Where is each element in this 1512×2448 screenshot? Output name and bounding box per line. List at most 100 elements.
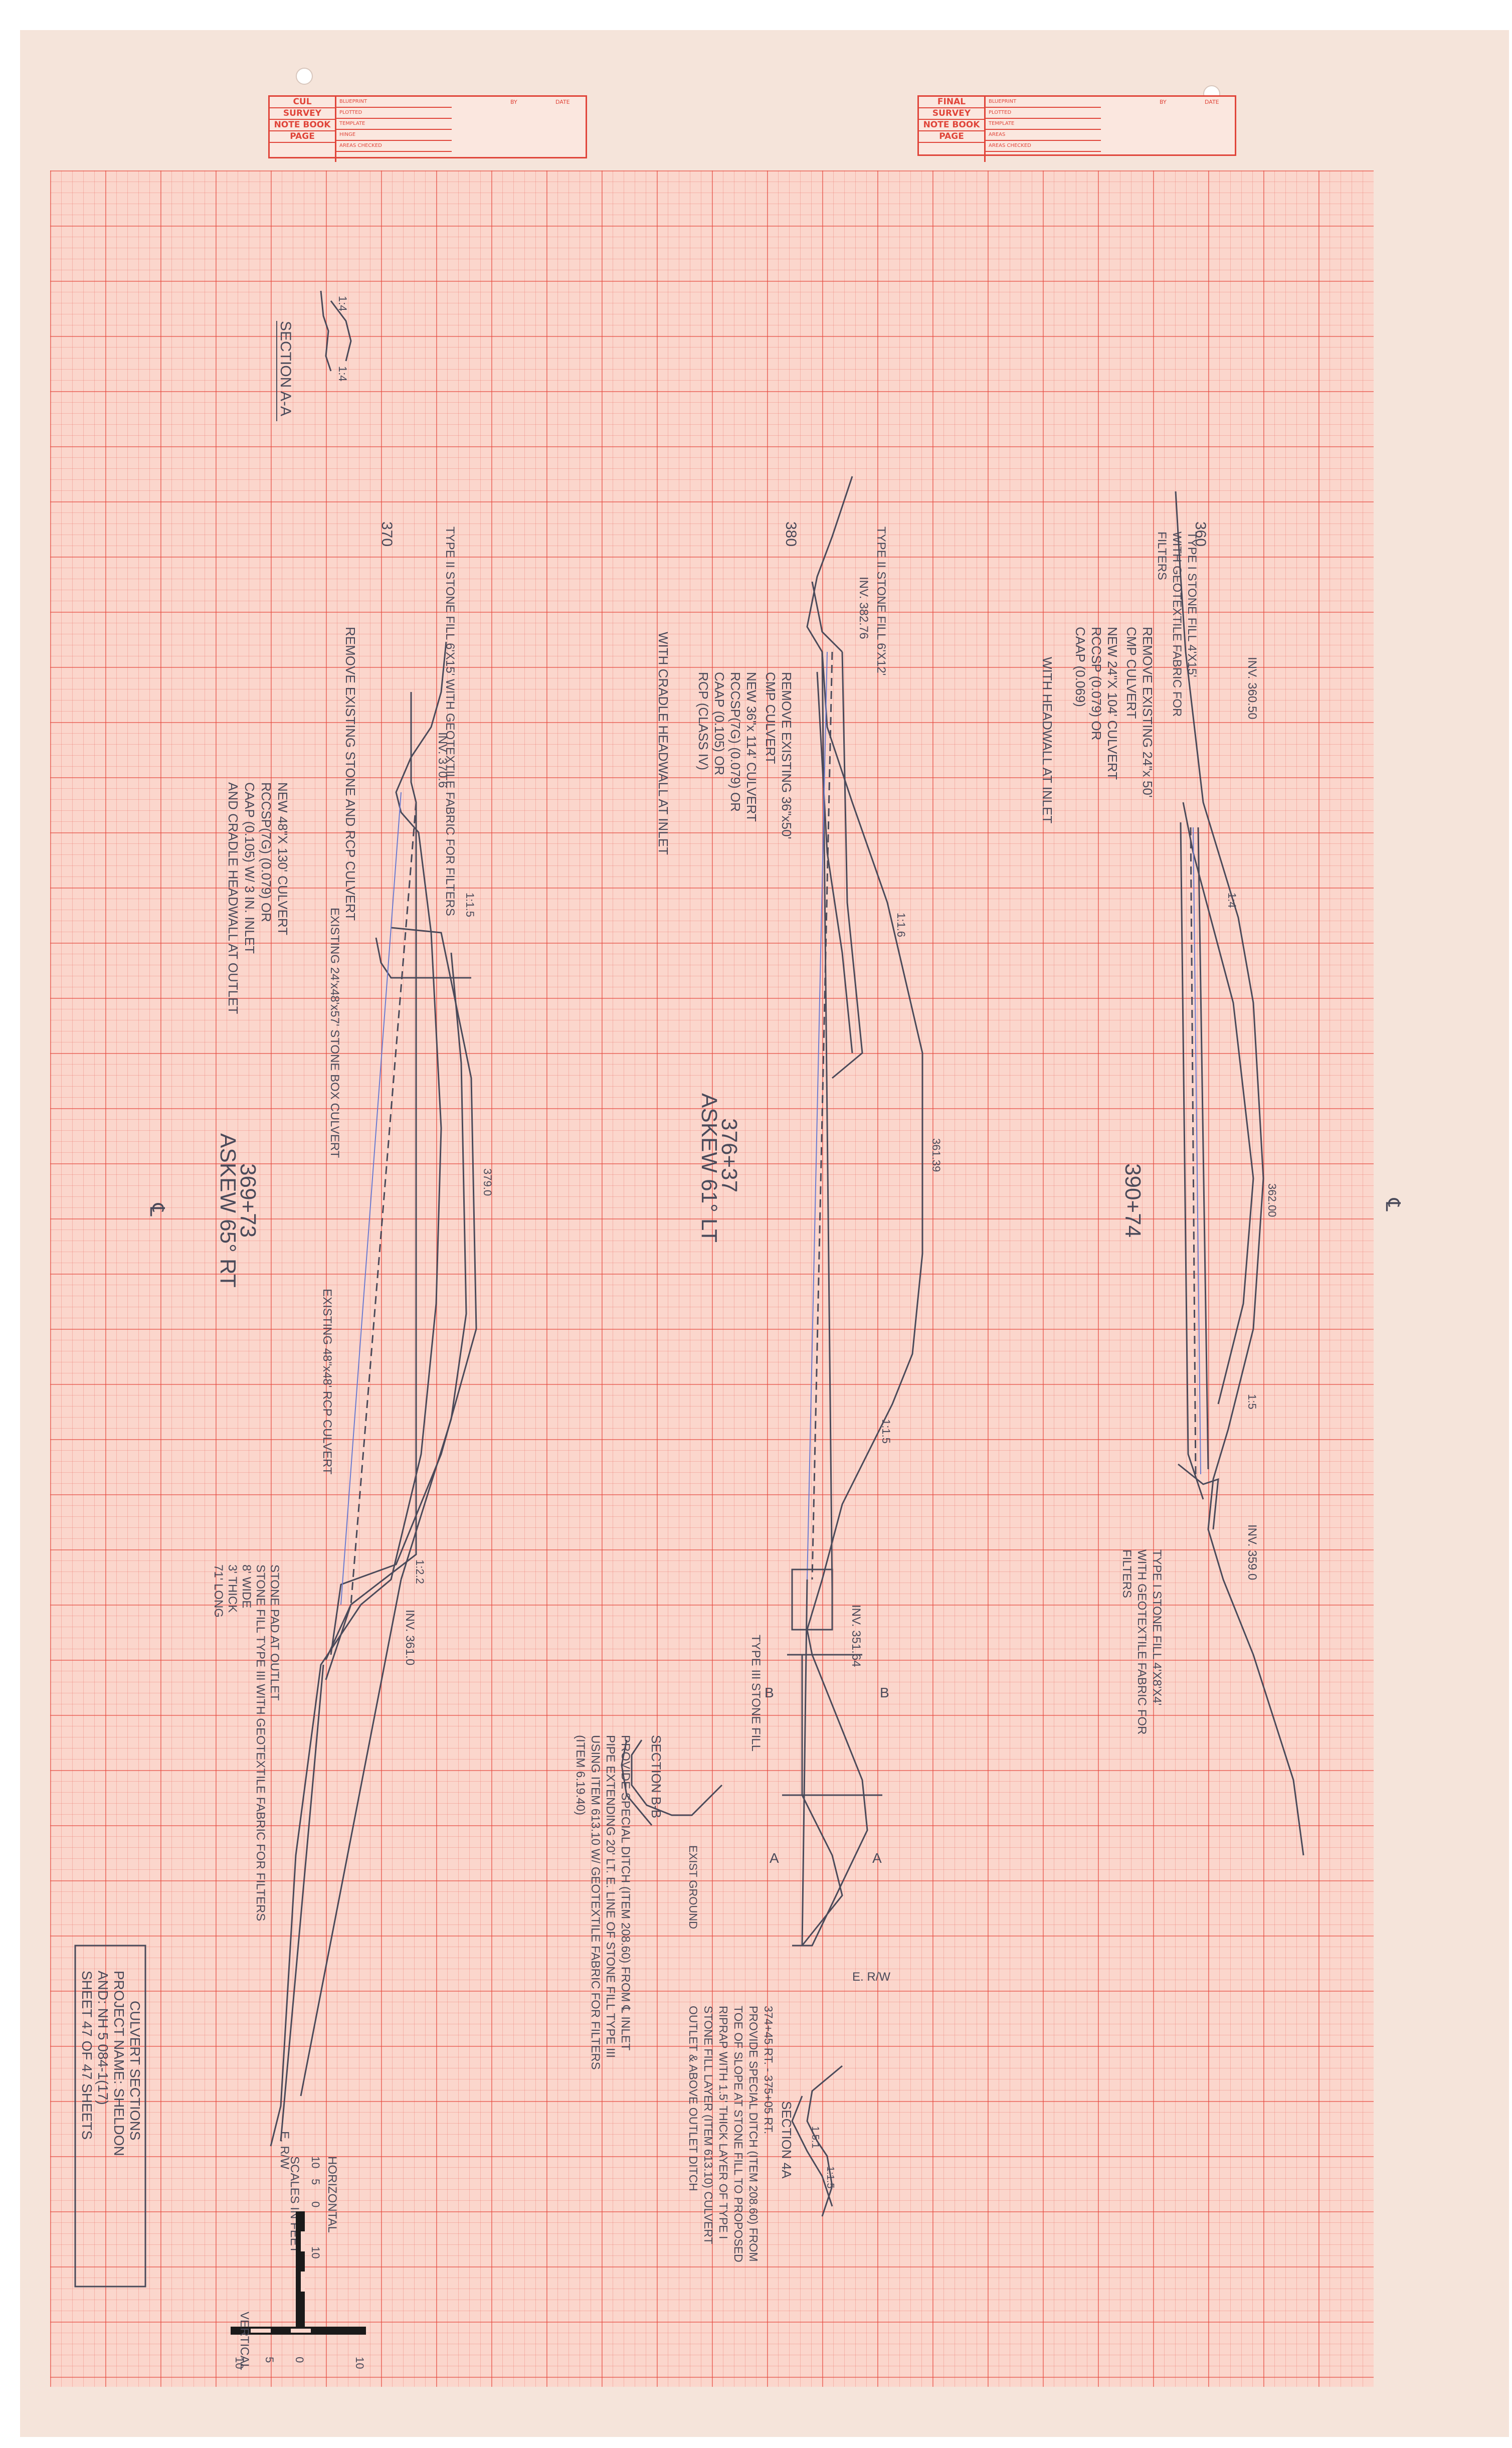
- stamp-row: AREAS CHECKED: [986, 141, 1101, 152]
- invert-label: INV. 361.0: [403, 1610, 417, 1665]
- culvert-note-line: STONE FILL TYPE III WITH GEOTEXTILE FABR…: [254, 1564, 267, 1921]
- scale-bar: HORIZONTAL SCALES IN FEET 10 5 0 10 VERT…: [231, 2156, 366, 2370]
- culvert-note: TYPE II STONE FILL 6'X12': [874, 527, 888, 675]
- culvert-note-line: TYPE I STONE FILL 4'X15': [1185, 532, 1199, 677]
- stamp-row: HINGE: [336, 130, 452, 141]
- scale-tick: 0: [309, 2201, 322, 2207]
- culvert-note-line: FILTERS: [1155, 532, 1169, 580]
- title-line: AND: NH 5 084-1(17): [95, 1971, 111, 2105]
- title-line: SHEET 47 OF 47 SHEETS: [79, 1971, 95, 2140]
- section-note-line: PROVIDE SPECIAL DITCH (ITEM 208.60) FROM…: [619, 1735, 632, 2051]
- culvert-note-line: TYPE I STONE FILL 4'X8'X4': [1150, 1549, 1164, 1705]
- title-line: CULVERT SECTIONS: [127, 2001, 143, 2141]
- section-note-line: (ITEM 6.19.40): [574, 1735, 587, 1815]
- slope-label: 1:1.6: [895, 913, 907, 937]
- culvert-note-line: NEW 24"X 104' CULVERT: [1105, 627, 1120, 780]
- stamp-row: BLUEPRINT: [336, 97, 452, 108]
- section-a-a-sketch: 1:4 1:4: [320, 290, 352, 382]
- invert-label: INV. 370.6: [436, 732, 449, 788]
- culvert-note-line: 8' WIDE: [240, 1564, 253, 1608]
- stamp-title-line: PAGE: [270, 131, 335, 143]
- centerline-symbol: ℄: [146, 1203, 168, 1216]
- section-note-line: RIPRAP WITH 1.5' THICK LAYER OF TYPE I: [717, 2006, 730, 2239]
- stamp-title-line: FINAL: [919, 97, 984, 108]
- stamp-col: DATE: [555, 99, 570, 105]
- culvert-note: WITH HEADWALL AT INLET: [1040, 657, 1055, 823]
- section-4a-sketch: [791, 2065, 843, 2217]
- culvert-note: EXISTING 48"x48' RCP CULVERT: [320, 1289, 334, 1475]
- stamp-row: BLUEPRINT: [986, 97, 1101, 108]
- stamp-col: DATE: [1205, 99, 1219, 105]
- section-marker: B: [765, 1685, 774, 1700]
- culvert-note-line: RCCSP (0.079) OR: [1089, 627, 1104, 740]
- culvert-note-line: CMP CULVERT: [1124, 627, 1139, 719]
- graph-paper-grid: [50, 170, 1374, 2387]
- survey-stamp: CUL SURVEY NOTE BOOK PAGE BLUEPRINT PLOT…: [268, 95, 587, 162]
- stamp-title-line: NOTE BOOK: [919, 120, 984, 131]
- stamp-row: AREAS CHECKED: [336, 141, 452, 152]
- stamp-col: BY: [510, 99, 517, 105]
- culvert-note-line: 3' THICK: [226, 1564, 239, 1613]
- elevation-label: 360: [1192, 521, 1209, 547]
- station-label: 369+73: [236, 1163, 260, 1238]
- section-a-a: SECTION A-A: [276, 321, 294, 421]
- elevation-label: 380: [783, 521, 799, 547]
- row-label: E. R/W: [278, 2131, 291, 2169]
- culvert-note-line: CAAP (0.105) W/ 3 IN. INLET: [242, 782, 257, 954]
- section-note-line: PIPE EXTENDING 20' LT. E. LINE OF STONE …: [604, 1735, 617, 2058]
- slope-label: 1:1.5: [825, 2166, 836, 2188]
- slope-label: 1:5: [1246, 1394, 1258, 1410]
- culvert-note-line: WITH GEOTEXTILE FABRIC FOR: [1170, 532, 1184, 717]
- culvert-section-376: [782, 476, 923, 1947]
- punch-hole: [296, 68, 313, 85]
- scale-tick: 10: [353, 2357, 366, 2369]
- survey-stamp: FINAL SURVEY NOTE BOOK PAGE BLUEPRINT PL…: [917, 95, 1236, 162]
- stamp-row: PLOTTED: [986, 108, 1101, 119]
- slope-label: 1:4: [336, 296, 349, 311]
- stamp-row: PLOTTED: [336, 108, 452, 119]
- culvert-note-line: WITH CRADLE HEADWALL AT INLET: [656, 632, 671, 855]
- culvert-note-line: AND CRADLE HEADWALL AT OUTLET: [226, 782, 241, 1014]
- culvert-note-line: WITH GEOTEXTILE FABRIC FOR: [1135, 1549, 1149, 1734]
- culvert-note-line: 71' LONG: [212, 1564, 225, 1618]
- culvert-note: TYPE II STONE FILL 6'X15' WITH GEOTEXTIL…: [443, 527, 457, 916]
- row-label: E. R/W: [852, 1970, 890, 1984]
- stamp-row: TEMPLATE: [986, 119, 1101, 130]
- centerline-symbol: ℄: [1382, 1198, 1404, 1211]
- slope-label: 1:1.5: [464, 893, 476, 917]
- culvert-note-line: REMOVE EXISTING 36"x50': [779, 672, 794, 839]
- skew-label: ASKEW 65° RT: [216, 1133, 240, 1288]
- ground-label: EXIST GROUND: [687, 1845, 699, 1929]
- slope-label: 1:4: [336, 366, 349, 382]
- stamp-title-line: NOTE BOOK: [270, 120, 335, 131]
- culvert-note-line: CAAP (0.069): [1073, 627, 1088, 707]
- culvert-note-line: NEW 48"X 130' CULVERT: [275, 782, 290, 935]
- scale-tick: 10: [309, 2246, 322, 2258]
- culvert-note-line: RCCSP(7G) (0.079) OR: [259, 782, 274, 922]
- section-marker: A: [872, 1850, 882, 1866]
- scale-tick: 5: [263, 2357, 276, 2363]
- culvert-note-line: CMP CULVERT: [763, 672, 778, 764]
- grade-label: 361.39: [930, 1138, 942, 1172]
- stamp-title-line: SURVEY: [270, 108, 335, 120]
- stamp-row: AREAS: [986, 130, 1101, 141]
- slope-label: 1:2.2: [414, 1559, 426, 1584]
- culvert-section-369: [270, 641, 477, 2147]
- scale-tick: 5: [309, 2179, 322, 2185]
- culvert-note: TYPE III STONE FILL: [749, 1635, 763, 1752]
- stamp-title-line: SURVEY: [919, 108, 984, 120]
- section-marker: B: [880, 1685, 889, 1700]
- elevation-label: 370: [379, 521, 395, 547]
- slope-label: 1.5:1: [810, 2126, 821, 2148]
- culvert-note-line: REMOVE EXISTING 24"x 50': [1140, 627, 1155, 798]
- section-title: SECTION A-A: [277, 321, 294, 416]
- section-note-line: PROVIDE SPECIAL DITCH (ITEM 208.60) FROM: [747, 2006, 760, 2261]
- culvert-note: REMOVE EXISTING STONE AND RCP CULVERT: [343, 627, 358, 921]
- stamp-title: CUL SURVEY NOTE BOOK PAGE: [270, 97, 336, 162]
- scale-tick: 10: [233, 2357, 246, 2369]
- slope-label: 1:4: [1226, 893, 1238, 908]
- culvert-note-line: CAAP (0.105) OR: [712, 672, 727, 775]
- stamp-title-line: PAGE: [919, 131, 984, 143]
- section-note-line: 374+45 RT. - 375+05 RT.: [762, 2006, 775, 2134]
